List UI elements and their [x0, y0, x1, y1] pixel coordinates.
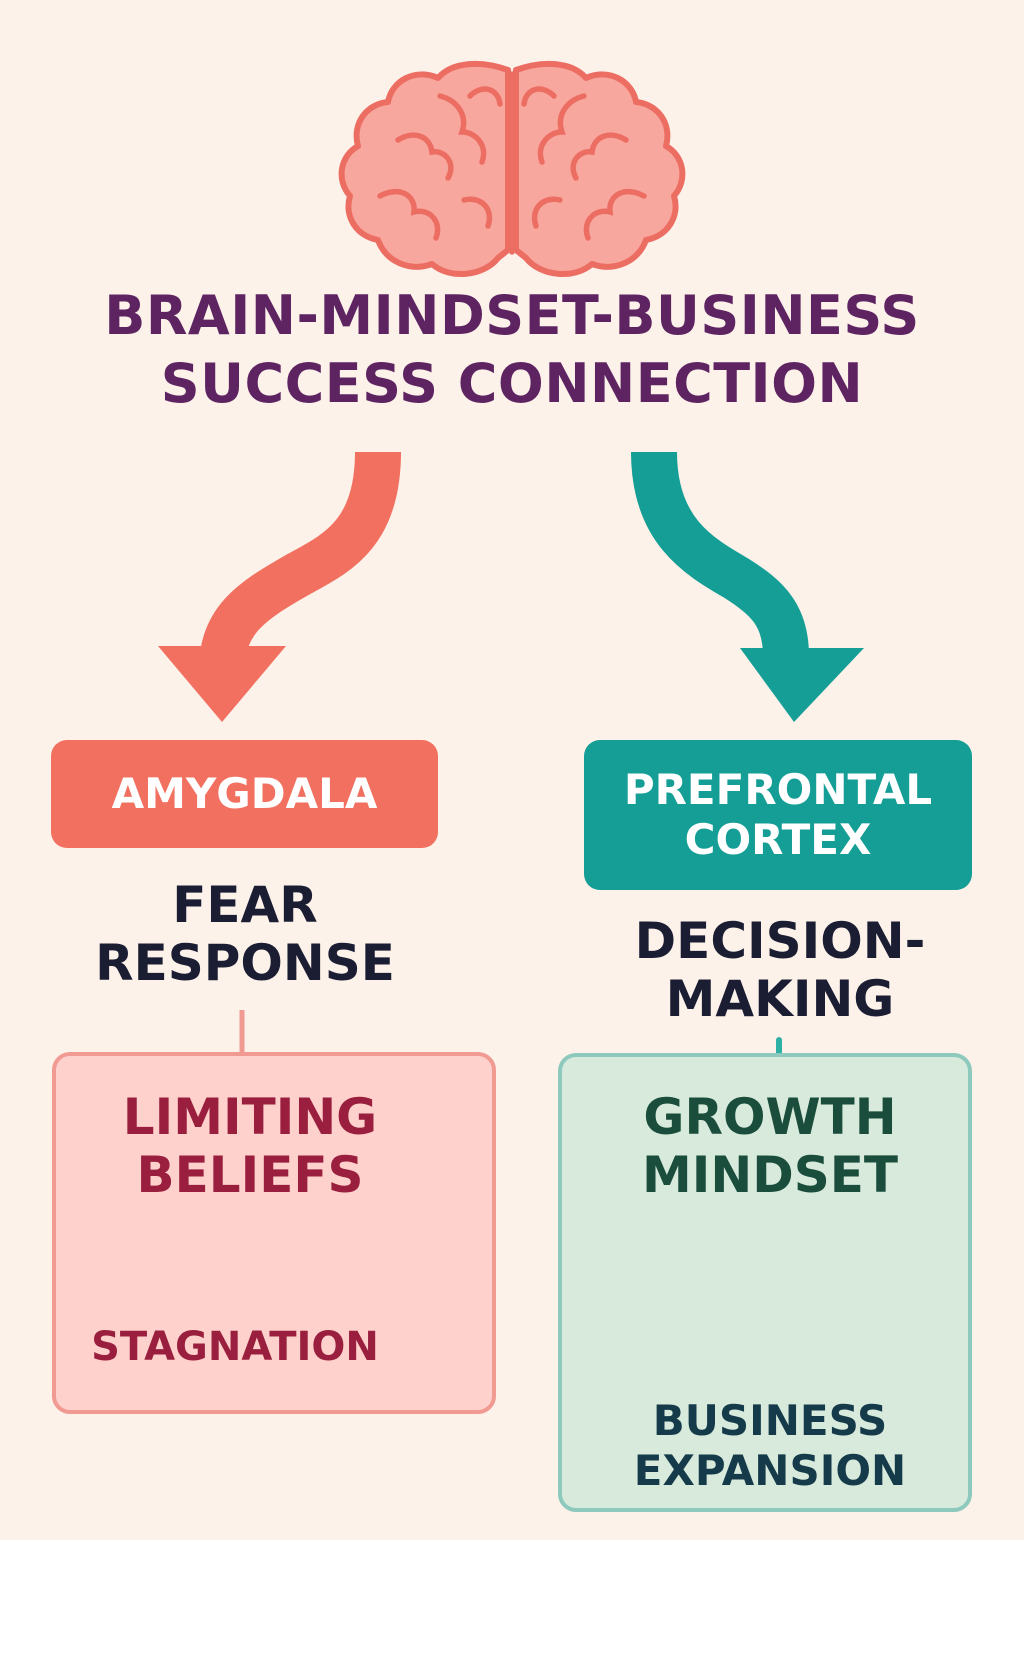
- decision-line-2: MAKING: [665, 970, 895, 1028]
- growth-line-1: GROWTH: [643, 1088, 897, 1146]
- business-expansion-label: BUSINESS EXPANSION: [600, 1396, 940, 1496]
- diagram-title: BRAIN-MINDSET-BUSINESS SUCCESS CONNECTIO…: [0, 282, 1024, 418]
- limiting-line-2: BELIEFS: [136, 1146, 364, 1204]
- left-arrow: [158, 451, 401, 722]
- stagnation-label: STAGNATION: [91, 1324, 379, 1370]
- growth-mindset-panel: [558, 1053, 972, 1512]
- fear-line-1: FEAR: [172, 876, 318, 934]
- title-line-2: SUCCESS CONNECTION: [160, 352, 864, 415]
- limiting-beliefs-panel: [52, 1052, 496, 1414]
- expansion-line-2: EXPANSION: [633, 1446, 907, 1495]
- limiting-line-1: LIMITING: [122, 1088, 378, 1146]
- right-arrow: [631, 451, 864, 722]
- amygdala-label: AMYGDALA: [111, 769, 378, 818]
- expansion-line-1: BUSINESS: [652, 1396, 888, 1445]
- fear-response-label: FEAR RESPONSE: [40, 876, 450, 992]
- prefrontal-line-2: CORTEX: [684, 815, 872, 864]
- growth-mindset-label: GROWTH MINDSET: [600, 1088, 940, 1204]
- amygdala-box: AMYGDALA: [51, 740, 438, 848]
- decision-line-1: DECISION-: [634, 912, 926, 970]
- prefrontal-cortex-box: PREFRONTAL CORTEX: [584, 740, 972, 890]
- brain-icon: [338, 60, 686, 277]
- decision-making-label: DECISION- MAKING: [580, 912, 980, 1028]
- prefrontal-line-1: PREFRONTAL: [623, 765, 933, 814]
- growth-line-2: MINDSET: [642, 1146, 898, 1204]
- fear-line-2: RESPONSE: [95, 934, 395, 992]
- limiting-beliefs-label: LIMITING BELIEFS: [80, 1088, 420, 1204]
- title-line-1: BRAIN-MINDSET-BUSINESS: [104, 284, 920, 347]
